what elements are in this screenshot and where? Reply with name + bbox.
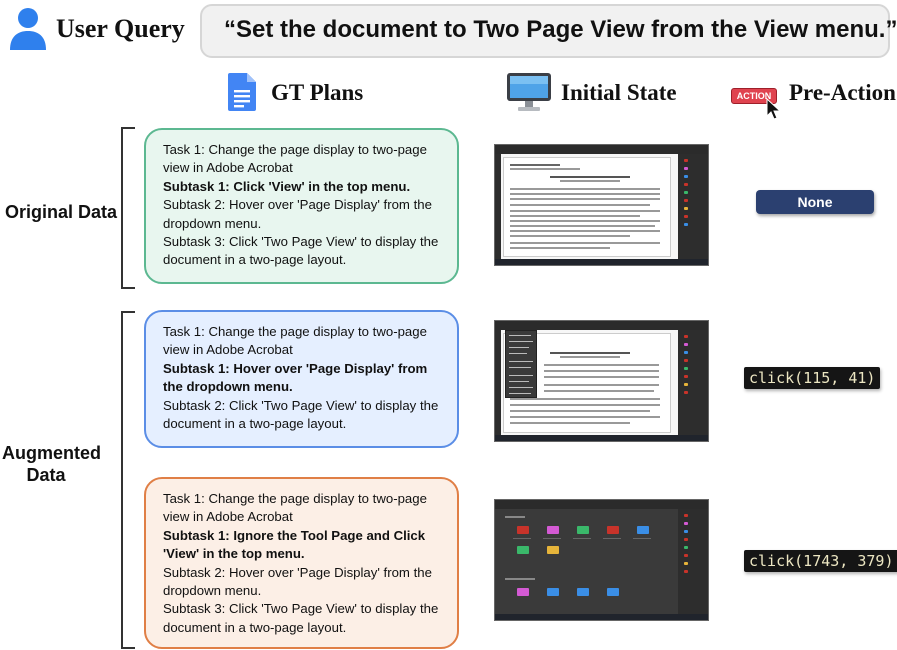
plan-task: Task 1: Change the page display to two-p… xyxy=(163,142,427,176)
plan-subtask: Subtask 2: Hover over 'Page Display' fro… xyxy=(163,197,432,231)
query-text: “Set the document to Two Page View from … xyxy=(224,16,897,43)
plan-subtask-highlight: Subtask 1: Hover over 'Page Display' fro… xyxy=(163,360,428,395)
initial-state-screenshot-augmented-2 xyxy=(494,499,709,621)
augmented-bracket xyxy=(121,311,135,649)
query-box: “Set the document to Two Page View from … xyxy=(200,4,897,58)
pre-action-click-2: click(1743, 379) xyxy=(744,550,897,572)
plan-task: Task 1: Change the page display to two-p… xyxy=(163,491,427,525)
initial-state-header: Initial State xyxy=(561,80,677,105)
gt-plans-header: GT Plans xyxy=(271,80,364,105)
document-page xyxy=(503,333,671,433)
plan-subtask: Subtask 2: Click 'Two Page View' to disp… xyxy=(163,397,439,432)
initial-state-screenshot-original xyxy=(494,144,709,266)
augmented-label-line1: Augmented xyxy=(2,443,101,463)
augmented-plan-box-2: Task 1: Change the page display to two-p… xyxy=(144,477,459,649)
pre-action-click-1: click(115, 41) xyxy=(744,367,881,389)
plan-subtask-highlight: Subtask 1: Ignore the Tool Page and Clic… xyxy=(163,527,426,562)
augmented-data-label: Augmented Data xyxy=(2,442,101,486)
user-query-label: User Query xyxy=(56,14,185,43)
augmented-plan-box-1: Task 1: Change the page display to two-p… xyxy=(144,310,459,448)
view-menu-dropdown xyxy=(505,330,537,398)
pre-action-none: None xyxy=(756,190,874,214)
plan-task: Task 1: Change the page display to two-p… xyxy=(163,324,427,358)
original-data-label: Original Data xyxy=(4,202,118,222)
plan-subtask: Subtask 3: Click 'Two Page View' to disp… xyxy=(163,601,439,635)
user-icon xyxy=(10,8,46,50)
pre-action-header: Pre-Action xyxy=(789,80,896,105)
plan-subtask: Subtask 2: Hover over 'Page Display' fro… xyxy=(163,564,432,599)
initial-state-screenshot-augmented-1 xyxy=(494,320,709,442)
original-plan-box: Task 1: Change the page display to two-p… xyxy=(144,128,459,284)
google-docs-icon xyxy=(228,73,256,111)
action-cursor-icon xyxy=(766,98,782,120)
original-bracket xyxy=(121,127,135,289)
plan-subtask-highlight: Subtask 1: Click 'View' in the top menu. xyxy=(163,178,411,194)
augmented-label-line2: Data xyxy=(26,465,66,485)
action-badge: ACTION xyxy=(731,88,777,104)
plan-subtask: Subtask 3: Click 'Two Page View' to disp… xyxy=(163,234,439,268)
monitor-icon xyxy=(507,73,551,111)
document-page xyxy=(503,157,671,257)
